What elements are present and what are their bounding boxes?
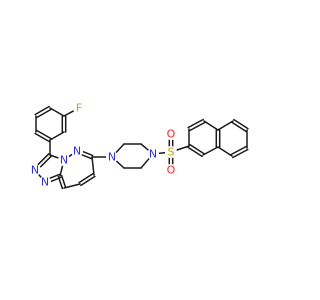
atom-N1-label: N	[60, 154, 68, 167]
bond-C6-C7	[91, 156, 95, 176]
bond-a5-a6-line1	[36, 129, 52, 140]
atom-label-bg-N1	[58, 154, 70, 166]
bond-C7-C8b-line1	[78, 172, 94, 184]
bond-n5-n6-line0	[189, 121, 206, 132]
bond-n1-n2-line0	[189, 143, 205, 155]
atom-N2-label: N	[31, 164, 39, 177]
bond-p4-N6	[115, 160, 125, 169]
bond-a2-a3	[49, 107, 65, 117]
bond-n10-n4	[217, 120, 234, 131]
bond-n1-n2-line1	[187, 146, 203, 158]
atom-label-bg-N5	[106, 151, 118, 163]
bond-N4-N5	[68, 153, 73, 158]
bond-C3-N2-line0	[39, 155, 52, 168]
atom-N6-label: N	[149, 148, 157, 161]
atom-N5-label: N	[108, 151, 116, 164]
atom-N4-label: N	[73, 145, 81, 158]
bond-C9-C8-line1	[60, 174, 67, 189]
atom-S1-label: S	[168, 146, 175, 159]
bond-a1-a2-line0	[34, 105, 50, 116]
bond-N1-C8-line0	[49, 173, 61, 179]
bond-a3-F1	[63, 110, 75, 117]
bond-n9-n10-line1	[233, 118, 249, 130]
bond-layer	[34, 105, 249, 190]
atom-label-bg-N2	[29, 164, 41, 176]
bond-C8b-C9	[63, 183, 81, 189]
bond-n3-n7	[217, 146, 233, 157]
bond-n9-n10-line0	[231, 121, 247, 133]
bond-N3-p3	[140, 157, 150, 169]
atom-F1-label: F	[76, 102, 82, 115]
atom-label-bg-N3	[39, 176, 51, 188]
bond-C3-N2-line1	[37, 153, 50, 166]
bond-N3-S1	[158, 151, 166, 155]
atom-label-bg-O1	[165, 128, 177, 140]
bond-N6-p1	[115, 143, 125, 154]
atom-label-bg-S1	[165, 146, 177, 158]
bond-n7-n8-line1	[232, 148, 249, 159]
bond-p2-N3	[140, 143, 150, 151]
atom-label-bg-O2	[165, 164, 177, 176]
bond-a5-a6-line0	[34, 132, 50, 143]
atom-label-bg-N6	[147, 148, 159, 160]
bond-a1-a2-line1	[36, 108, 52, 119]
bond-C7-C8b-line0	[80, 175, 96, 187]
bond-n5-n6-line1	[187, 118, 204, 129]
bond-C8-N4	[59, 165, 64, 177]
bond-n7-n8-line0	[230, 145, 247, 156]
atom-O2-label: O	[167, 164, 176, 177]
bond-N2-N1	[38, 173, 42, 179]
bond-N5-C6-line0	[82, 150, 94, 157]
atom-label-bg-N4	[71, 145, 83, 157]
bond-C9-C8-line0	[57, 175, 64, 190]
bond-S1-n1	[175, 145, 190, 151]
atom-label-bg-F1	[73, 102, 85, 114]
atom-O1-label: O	[167, 128, 176, 141]
atom-N3-label: N	[41, 176, 49, 189]
bond-N5-C6-line1	[81, 154, 93, 160]
bond-n4-n5	[203, 120, 219, 131]
bond-a4-a5	[49, 131, 65, 141]
bond-n2-n3	[202, 146, 219, 156]
